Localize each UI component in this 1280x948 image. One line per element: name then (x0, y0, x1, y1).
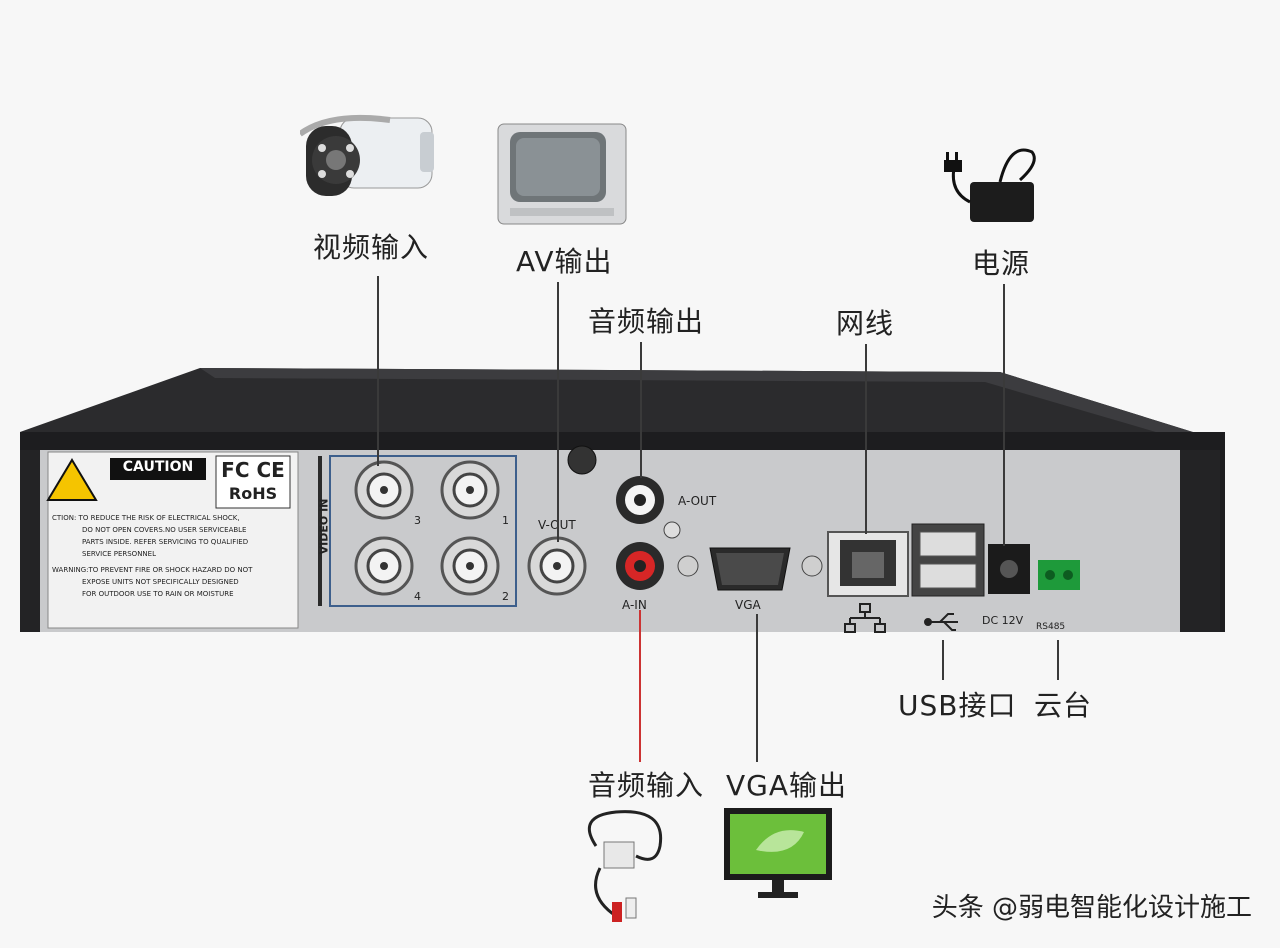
callout-usb: USB接口 (898, 689, 1017, 722)
dc-power-jack (988, 544, 1030, 594)
leader-line-usb (942, 640, 944, 680)
bnc-connector-1 (440, 460, 500, 520)
bnc-number-1: 1 (502, 514, 509, 527)
bnc-number-2: 2 (502, 590, 509, 603)
dc-12v-label: DC 12V (982, 614, 1024, 627)
leader-line-av-out (557, 282, 559, 542)
vga-label: VGA (735, 598, 761, 612)
vga-port (677, 547, 823, 591)
usb-icon (924, 613, 958, 631)
audio-pickup-icon (587, 810, 663, 922)
rs485-label: RS485 (1036, 622, 1066, 632)
rca-audio-out (616, 476, 664, 524)
video-in-label: VIDEO IN (317, 498, 331, 555)
warning-line: SERVICE PERSONNEL (82, 550, 156, 558)
fc-ce-mark: FC CE (221, 458, 285, 482)
callout-audio-in: 音频输入 (588, 769, 705, 802)
bnc-connector-3 (354, 460, 414, 520)
bnc-number-4: 4 (414, 590, 421, 603)
crt-tv-icon (497, 123, 627, 225)
warning-line: PARTS INSIDE. REFER SERVICING TO QUALIFI… (82, 538, 249, 546)
bnc-connector-2 (440, 536, 500, 596)
bnc-number-3: 3 (414, 514, 421, 527)
warning-line: DO NOT OPEN COVERS.NO USER SERVICEABLE (82, 526, 247, 534)
warning-line: CTION: TO REDUCE THE RISK OF ELECTRICAL … (52, 514, 240, 522)
callout-audio-out: 音频输出 (588, 305, 705, 338)
leader-line-video-in (377, 276, 379, 466)
callout-av-out: AV输出 (516, 245, 613, 278)
warning-text: CTION: TO REDUCE THE RISK OF ELECTRICAL … (52, 512, 252, 600)
rca-audio-in (616, 542, 664, 590)
callout-vga-out: VGA输出 (726, 769, 848, 802)
bnc-connector-v-out (527, 536, 587, 596)
leader-line-audio-out (640, 342, 642, 478)
callout-power: 电源 (972, 247, 1031, 280)
v-out-label: V-OUT (538, 518, 576, 532)
monitor-icon (724, 808, 832, 898)
a-out-label: A-OUT (678, 494, 717, 508)
video-in-group (329, 455, 517, 607)
power-adapter-icon (944, 148, 1036, 222)
usb-ports (911, 523, 985, 597)
dvr-top-cover (20, 368, 1225, 445)
callout-network: 网线 (836, 307, 895, 340)
leader-line-audio-in (639, 610, 641, 762)
warning-line: EXPOSE UNITS NOT SPECIFICALLY DESIGNED (82, 578, 239, 586)
warning-line: WARNING:TO PREVENT FIRE OR SHOCK HAZARD … (52, 566, 253, 574)
warning-triangle-icon (46, 458, 98, 501)
leader-line-vga-out (756, 614, 758, 762)
leader-line-ptz (1057, 640, 1059, 680)
leader-line-power (1003, 284, 1005, 546)
network-icon (844, 603, 886, 633)
callout-ptz: 云台 (1034, 689, 1093, 722)
a-in-label: A-IN (622, 598, 647, 612)
warning-line: FOR OUTDOOR USE TO RAIN OR MOISTURE (82, 590, 234, 598)
rs485-terminal (1038, 560, 1080, 590)
cctv-camera-icon (300, 114, 434, 196)
bnc-connector-4 (354, 536, 414, 596)
rohs-mark: RoHS (228, 484, 278, 503)
caution-title: CAUTION (122, 459, 194, 475)
watermark: 头条 @弱电智能化设计施工 (931, 893, 1252, 923)
rj45-port (827, 531, 909, 597)
leader-line-network (865, 344, 867, 534)
callout-video-in: 视频输入 (313, 231, 430, 264)
